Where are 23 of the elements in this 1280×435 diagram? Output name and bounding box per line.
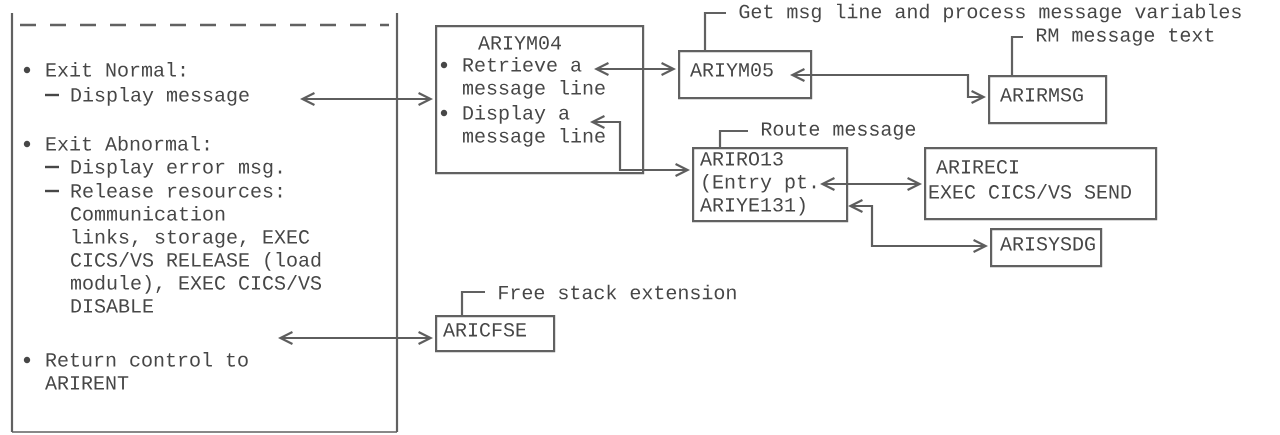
module-box: ARIRO13 (Entry pt. ARIYE131) [692,147,849,223]
list-item: Display message [45,87,249,106]
module-box: ARIRMSG [988,75,1108,125]
module-box: ARICFSE [435,315,556,353]
callout-label: Route message [718,122,916,147]
callout-label: RM message text [1010,28,1214,75]
list-item: Display error msg. [45,159,282,178]
arrow [790,68,986,104]
arrow [300,92,433,106]
arrow [820,177,922,191]
arrow [848,199,988,253]
arrow [594,62,676,76]
module-box: ARISYSDG [990,228,1103,268]
list-item: Exit Normal: [23,62,185,77]
list-item: Release resources: Communication links, storage, EXEC CICS/VS RELEASE (load module), EXEC CICS/VS DISABLE [45,183,321,313]
callout-label: Free stack extension [460,284,736,315]
module-box: ARIRECI EXEC CICS/VS SEND [924,147,1158,221]
arrow [590,115,690,177]
module-box: ARIYM04 Retrieve a message line Display a message line [435,25,645,175]
module-box: ARIYM05 [678,50,813,100]
list-item: Exit Abnormal: [23,136,209,151]
arrow [278,331,433,345]
list-item: Return control to ARIRENT [23,352,248,390]
